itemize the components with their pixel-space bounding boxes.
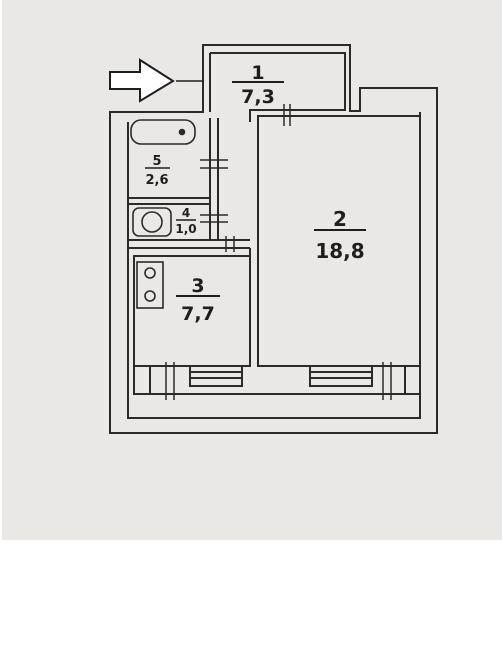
window-right [309,365,373,387]
room-number: 5 [152,154,161,169]
room-label-3: 3 7,7 [176,275,220,325]
room-label-5: 5 2,6 [145,154,170,188]
room-area: 18,8 [315,239,364,263]
room-number: 4 [182,206,190,220]
hallway-wall [209,52,346,122]
room-number: 1 [251,62,264,84]
stove-burner-top-icon [144,267,156,279]
window-left [189,365,243,387]
room-label-2: 2 18,8 [314,207,366,263]
room-number: 3 [191,275,204,297]
outer-wall [109,44,438,434]
bath-column-wall [209,118,219,240]
washbasin-icon [132,207,172,237]
washbasin-bowl-icon [141,211,163,233]
room-label-1: 1 7,3 [232,62,284,108]
room-area: 7,3 [241,86,275,108]
balcony-wall [133,366,420,395]
bath-partition [128,197,250,249]
room-area: 1,0 [175,222,196,236]
window-left-lines [190,371,242,379]
walls [109,44,438,434]
stove-icon [136,261,164,309]
paper-background [2,0,502,540]
window-right-lines [310,371,372,379]
stove-burner-bottom-icon [144,290,156,302]
room-area: 2,6 [145,173,168,188]
room-label-4: 4 1,0 [175,206,196,236]
bathtub-icon [130,119,196,145]
room-number: 2 [333,207,347,231]
room-area: 7,7 [181,303,215,325]
door-marks [165,104,392,400]
arrow-right-icon [109,58,204,103]
kitchen-side-wall [249,248,259,366]
bathtub-drain-icon [178,128,186,136]
